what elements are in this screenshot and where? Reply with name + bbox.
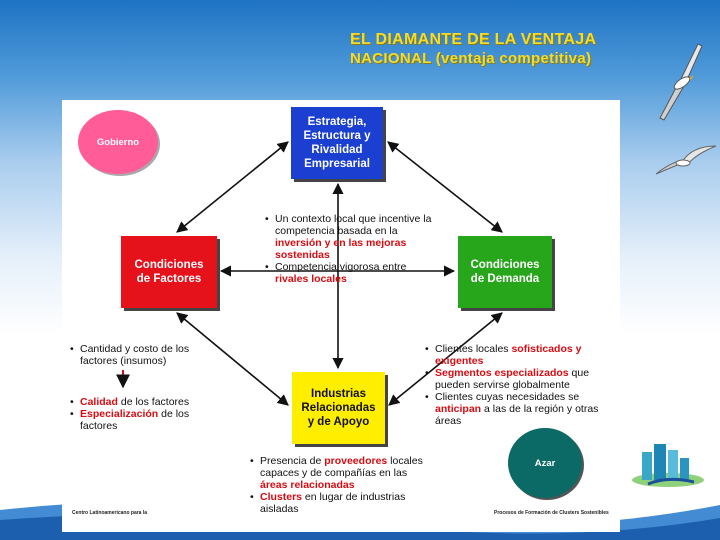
footer-left: Centro Latinoamericano para la xyxy=(72,510,148,516)
node-demanda-label: Condiciones de Demanda xyxy=(470,259,540,285)
factor-notes-top: Cantidad y costo de los factores (insumo… xyxy=(70,343,220,367)
factor-note-3: Especialización de los factores xyxy=(70,408,220,432)
node-industrias-label: Industrias Relacionadas y de Apoyo xyxy=(301,388,376,428)
note-highlight: sofisticados y exigentes xyxy=(435,343,582,367)
note-highlight: anticipan xyxy=(435,403,482,415)
node-gobierno-label: Gobierno xyxy=(96,136,140,148)
note-text: a las de la región y otras áreas xyxy=(435,403,599,427)
note-highlight: Clusters xyxy=(260,491,303,503)
footer-right: Procesos de Formación de Clusters Sosten… xyxy=(494,510,609,516)
note-text: Competencia vigorosa entre xyxy=(275,261,407,273)
note-highlight: Segmentos especializados xyxy=(435,367,569,379)
node-demanda: Condiciones de Demanda xyxy=(458,236,552,308)
note-highlight: Calidad xyxy=(80,396,118,408)
node-factores-label: Condiciones de Factores xyxy=(134,259,204,285)
node-industrias: Industrias Relacionadas y de Apoyo xyxy=(292,372,385,444)
note-text: de los factores xyxy=(80,408,190,432)
note-highlight: Especialización xyxy=(80,408,159,420)
demand-notes: Clientes locales sofisticados y exigente… xyxy=(425,343,610,427)
factor-note-1: Cantidad y costo de los factores (insumo… xyxy=(70,343,220,367)
note-text: Clientes locales xyxy=(435,343,512,355)
industry-note-2: Clusters en lugar de industrias aisladas xyxy=(250,491,430,515)
title-line-1: EL DIAMANTE DE LA VENTAJA xyxy=(350,31,597,48)
note-text: locales capaces y de compañías en las xyxy=(260,455,423,479)
factor-note-2: Calidad de los factores xyxy=(70,396,220,408)
note-highlight: proveedores xyxy=(324,455,388,467)
factor-notes-bottom: Calidad de los factores Especialización … xyxy=(70,396,220,432)
note-highlight: inversión y en las mejoras sostenidas xyxy=(275,237,407,261)
seagull-icon xyxy=(659,43,703,121)
note-highlight: áreas relacionadas xyxy=(260,479,355,491)
seagull-small-icon xyxy=(655,145,717,175)
city-buildings-icon xyxy=(632,444,704,487)
center-note-2: Competencia vigorosa entre rivales local… xyxy=(265,261,435,285)
note-highlight: rivales locales xyxy=(275,273,347,285)
node-factores: Condiciones de Factores xyxy=(121,236,217,308)
center-note-1: Un contexto local que incentive la compe… xyxy=(265,213,435,261)
note-text: Clientes cuyas necesidades se xyxy=(435,391,580,403)
node-azar-label: Azar xyxy=(534,457,556,469)
note-text: en lugar de industrias aisladas xyxy=(260,491,406,515)
node-estrategia-label: Estrategia, Estructura y Rivalidad Empre… xyxy=(303,116,371,170)
note-text: que pueden servirse globalmente xyxy=(435,367,590,391)
demand-note-3: Clientes cuyas necesidades se anticipan … xyxy=(425,391,610,427)
note-text: Un contexto local que incentive la compe… xyxy=(275,213,432,237)
node-gobierno: Gobierno xyxy=(78,110,158,174)
demand-note-1: Clientes locales sofisticados y exigente… xyxy=(425,343,610,367)
demand-note-2: Segmentos especializados que pueden serv… xyxy=(425,367,610,391)
center-notes: Un contexto local que incentive la compe… xyxy=(265,213,435,285)
node-estrategia: Estrategia, Estructura y Rivalidad Empre… xyxy=(291,107,383,179)
note-text: de los factores xyxy=(117,396,190,408)
slide-title: EL DIAMANTE DE LA VENTAJA NACIONAL (vent… xyxy=(350,30,680,68)
industry-note-1: Presencia de proveedores locales capaces… xyxy=(250,455,430,491)
title-line-2: NACIONAL (ventaja competitiva) xyxy=(350,50,592,67)
note-text: Presencia de xyxy=(260,455,325,467)
industry-notes: Presencia de proveedores locales capaces… xyxy=(250,455,430,515)
node-azar: Azar xyxy=(508,428,582,498)
